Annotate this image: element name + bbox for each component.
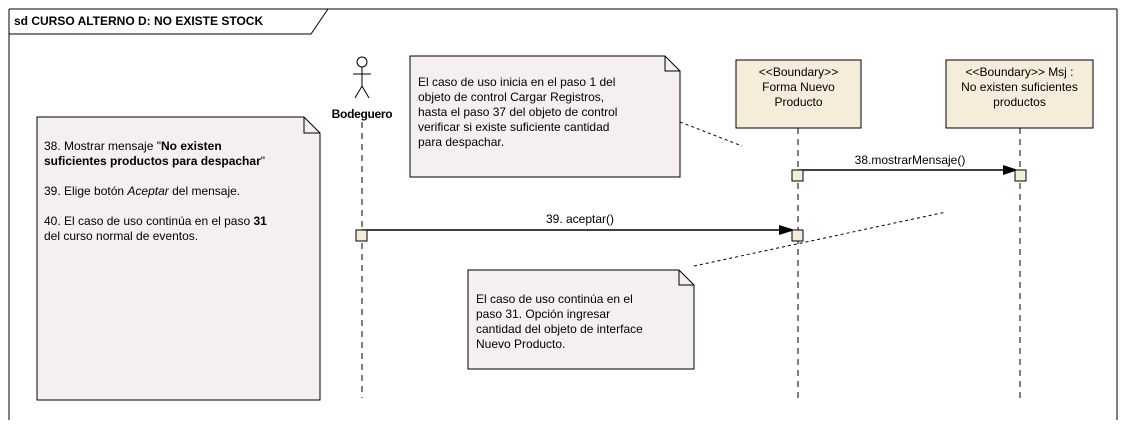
bottom-note-connector	[693, 211, 947, 267]
top-note-line: objeto de control Cargar Registros,	[418, 90, 605, 104]
message-39-label: 39. aceptar()	[545, 212, 615, 226]
bottom-note-line: cantidad del objeto de interface	[476, 322, 643, 336]
forma-lifeline-label: <<Boundary>> Forma Nuevo Producto	[736, 65, 861, 110]
actor-stick-figure-icon	[353, 56, 371, 99]
bottom-note-line: paso 31. Opción ingresar	[476, 307, 611, 321]
bottom-note-shape	[467, 269, 695, 370]
bottom-note-text: El caso de uso continúa en el paso 31. O…	[476, 292, 691, 352]
top-note-line: hasta el paso 37 del objeto de control	[418, 105, 618, 119]
msj-lifeline-label: <<Boundary>> Msj : No existen suficiente…	[946, 65, 1093, 110]
actor-activation-39	[355, 229, 368, 242]
frame-title-tab	[9, 8, 329, 35]
left-note-text: 38. Mostrar mensaje "No existen suficien…	[44, 139, 316, 244]
top-note-connector	[679, 121, 743, 147]
actor-name: Bodeguero	[331, 107, 393, 121]
forma-activation-39	[791, 229, 804, 242]
forma-lifeline-box	[735, 59, 862, 129]
left-note-step-40: 40. El caso de uso continúa en el paso 3…	[44, 214, 267, 243]
message-39-arrowhead	[779, 225, 795, 235]
msj-lifeline-box	[945, 59, 1094, 129]
msj-stereotype: <<Boundary>> Msj :	[965, 65, 1074, 79]
top-note-line: para despachar.	[418, 135, 505, 149]
forma-name-line1: Forma Nuevo	[762, 80, 835, 94]
message-38-arrowhead	[1003, 165, 1018, 175]
msj-name-line1: No existen suficientes	[961, 80, 1078, 94]
top-note-line: El caso de uso inicia en el paso 1 del	[418, 75, 616, 89]
top-note-shape	[409, 55, 681, 178]
top-note-text: El caso de uso inicia en el paso 1 del o…	[418, 75, 676, 150]
bottom-note-line: Nuevo Producto.	[476, 337, 566, 351]
left-note-shape	[36, 116, 321, 401]
msj-activation-38	[1014, 169, 1027, 182]
msj-name-line2: productos	[993, 95, 1046, 109]
top-note-line: verificar si existe suficiente cantidad	[418, 120, 610, 134]
left-note-step-39: 39. Elige botón Aceptar del mensaje.	[44, 184, 241, 198]
bottom-note-line: El caso de uso continúa en el	[476, 292, 633, 306]
left-note-step-38: 38. Mostrar mensaje "No existen suficien…	[44, 139, 265, 168]
frame-title: sd CURSO ALTERNO D: NO EXISTE STOCK	[14, 14, 264, 28]
forma-stereotype: <<Boundary>>	[758, 65, 839, 79]
forma-name-line2: Producto	[774, 95, 823, 109]
forma-activation-38	[791, 169, 804, 182]
message-38-label: 38.mostrarMensaje()	[854, 153, 966, 167]
